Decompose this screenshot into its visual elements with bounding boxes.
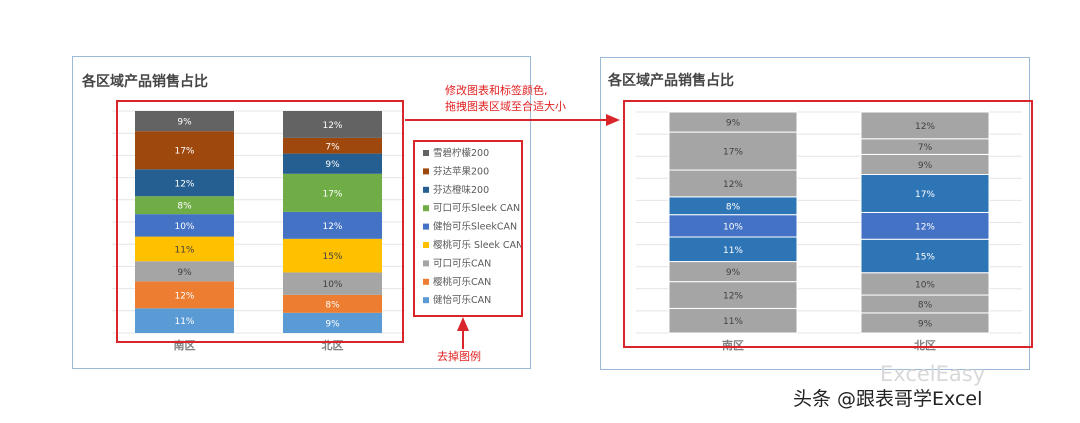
data-label: 10% xyxy=(174,222,194,232)
annotation-arrowhead xyxy=(457,317,469,331)
data-label: 12% xyxy=(723,180,743,190)
legend-label: 樱桃可乐CAN xyxy=(433,276,491,288)
legend-label: 健怡可乐SleekCAN xyxy=(433,221,517,233)
data-label: 17% xyxy=(322,189,342,199)
data-label: 9% xyxy=(726,119,741,129)
data-label: 8% xyxy=(918,300,933,310)
data-label: 9% xyxy=(177,268,192,278)
highlight-box-legend xyxy=(413,140,523,317)
chart-title: 各区域产品销售占比 xyxy=(608,73,734,89)
bar-segment xyxy=(283,111,382,138)
highlight-box-plot xyxy=(116,100,404,343)
data-label: 8% xyxy=(325,300,340,310)
legend-swatch xyxy=(423,297,429,304)
bar-segment xyxy=(860,238,990,274)
legend-label: 芬达橙味200 xyxy=(433,184,489,196)
bar-segment xyxy=(283,173,382,212)
legend-label: 可口可乐Sleek CAN xyxy=(433,202,520,214)
annotation-bottom: 去掉图例 xyxy=(437,350,481,363)
bar-segment xyxy=(283,153,382,174)
legend-swatch xyxy=(423,205,429,212)
category-label: 北区 xyxy=(914,338,936,352)
annotation-top-2: 拖拽图表区域至合适大小 xyxy=(445,100,566,113)
bar-segment xyxy=(283,211,382,239)
data-label: 11% xyxy=(723,246,743,256)
data-label: 15% xyxy=(915,252,935,262)
data-label: 12% xyxy=(322,121,342,131)
data-label: 9% xyxy=(918,319,933,329)
legend-swatch xyxy=(423,242,429,248)
bar-segment xyxy=(283,272,382,295)
bar-segment xyxy=(135,196,234,215)
bar-segment xyxy=(668,169,798,198)
data-label: 12% xyxy=(174,179,194,189)
data-label: 17% xyxy=(174,147,194,157)
data-label: 11% xyxy=(174,245,194,255)
bar-segment xyxy=(135,236,234,262)
data-label: 11% xyxy=(174,317,194,327)
bar-segment xyxy=(135,281,234,309)
legend-swatch xyxy=(423,260,429,267)
data-label: 12% xyxy=(915,122,935,132)
legend-swatch xyxy=(423,168,429,175)
bar-segment xyxy=(860,174,990,213)
data-label: 9% xyxy=(325,319,340,329)
highlight-box-result xyxy=(623,100,1033,348)
legend-swatch xyxy=(423,186,429,193)
bar-segment xyxy=(668,111,798,133)
data-label: 7% xyxy=(325,142,340,152)
data-label: 12% xyxy=(174,291,194,301)
watermark: ExcelEasy xyxy=(880,362,986,386)
bar-segment xyxy=(860,111,990,140)
bar-segment xyxy=(135,169,234,197)
bar-segment xyxy=(668,307,798,334)
data-label: 9% xyxy=(918,161,933,171)
bar-segment xyxy=(668,281,798,309)
data-label: 15% xyxy=(322,252,342,262)
bar-segment xyxy=(283,294,382,313)
annotation-arrowhead xyxy=(606,114,620,126)
bar-segment xyxy=(135,308,234,333)
legend-label: 樱桃可乐 Sleek CAN xyxy=(433,239,523,251)
legend-label: 雪碧柠檬200 xyxy=(433,147,489,159)
legend-swatch xyxy=(423,278,429,285)
bar-segment xyxy=(135,214,234,237)
data-label: 7% xyxy=(918,143,933,153)
bar-segment xyxy=(135,111,234,132)
data-label: 12% xyxy=(322,222,342,232)
data-label: 17% xyxy=(915,190,935,200)
bar-segment xyxy=(283,238,382,273)
chart-title: 各区域产品销售占比 xyxy=(82,74,208,90)
data-label: 9% xyxy=(325,160,340,170)
legend-swatch xyxy=(423,223,429,230)
data-label: 8% xyxy=(726,202,741,212)
data-label: 10% xyxy=(723,222,743,232)
legend-label: 健怡可乐CAN xyxy=(433,294,491,306)
data-label: 11% xyxy=(723,317,743,327)
bar-segment xyxy=(135,131,234,170)
data-label: 12% xyxy=(915,222,935,232)
data-label: 8% xyxy=(177,202,192,212)
bar-segment xyxy=(135,261,234,282)
bar-segment xyxy=(283,312,382,333)
annotation-top-1: 修改图表和标签颜色, xyxy=(445,84,548,97)
bar-segment xyxy=(668,131,798,171)
credit-text: 头条 @跟表哥学Excel xyxy=(793,388,983,410)
data-label: 10% xyxy=(322,280,342,290)
data-label: 9% xyxy=(177,118,192,128)
legend-label: 可口可乐CAN xyxy=(433,257,491,269)
data-label: 9% xyxy=(726,268,741,278)
category-label: 南区 xyxy=(722,338,744,352)
legend-label: 芬达苹果200 xyxy=(433,165,489,177)
data-label: 17% xyxy=(723,148,743,158)
bar-segment xyxy=(668,236,798,263)
data-label: 10% xyxy=(915,280,935,290)
legend-swatch xyxy=(423,150,429,156)
data-label: 12% xyxy=(723,292,743,302)
bar-segment xyxy=(283,137,382,154)
